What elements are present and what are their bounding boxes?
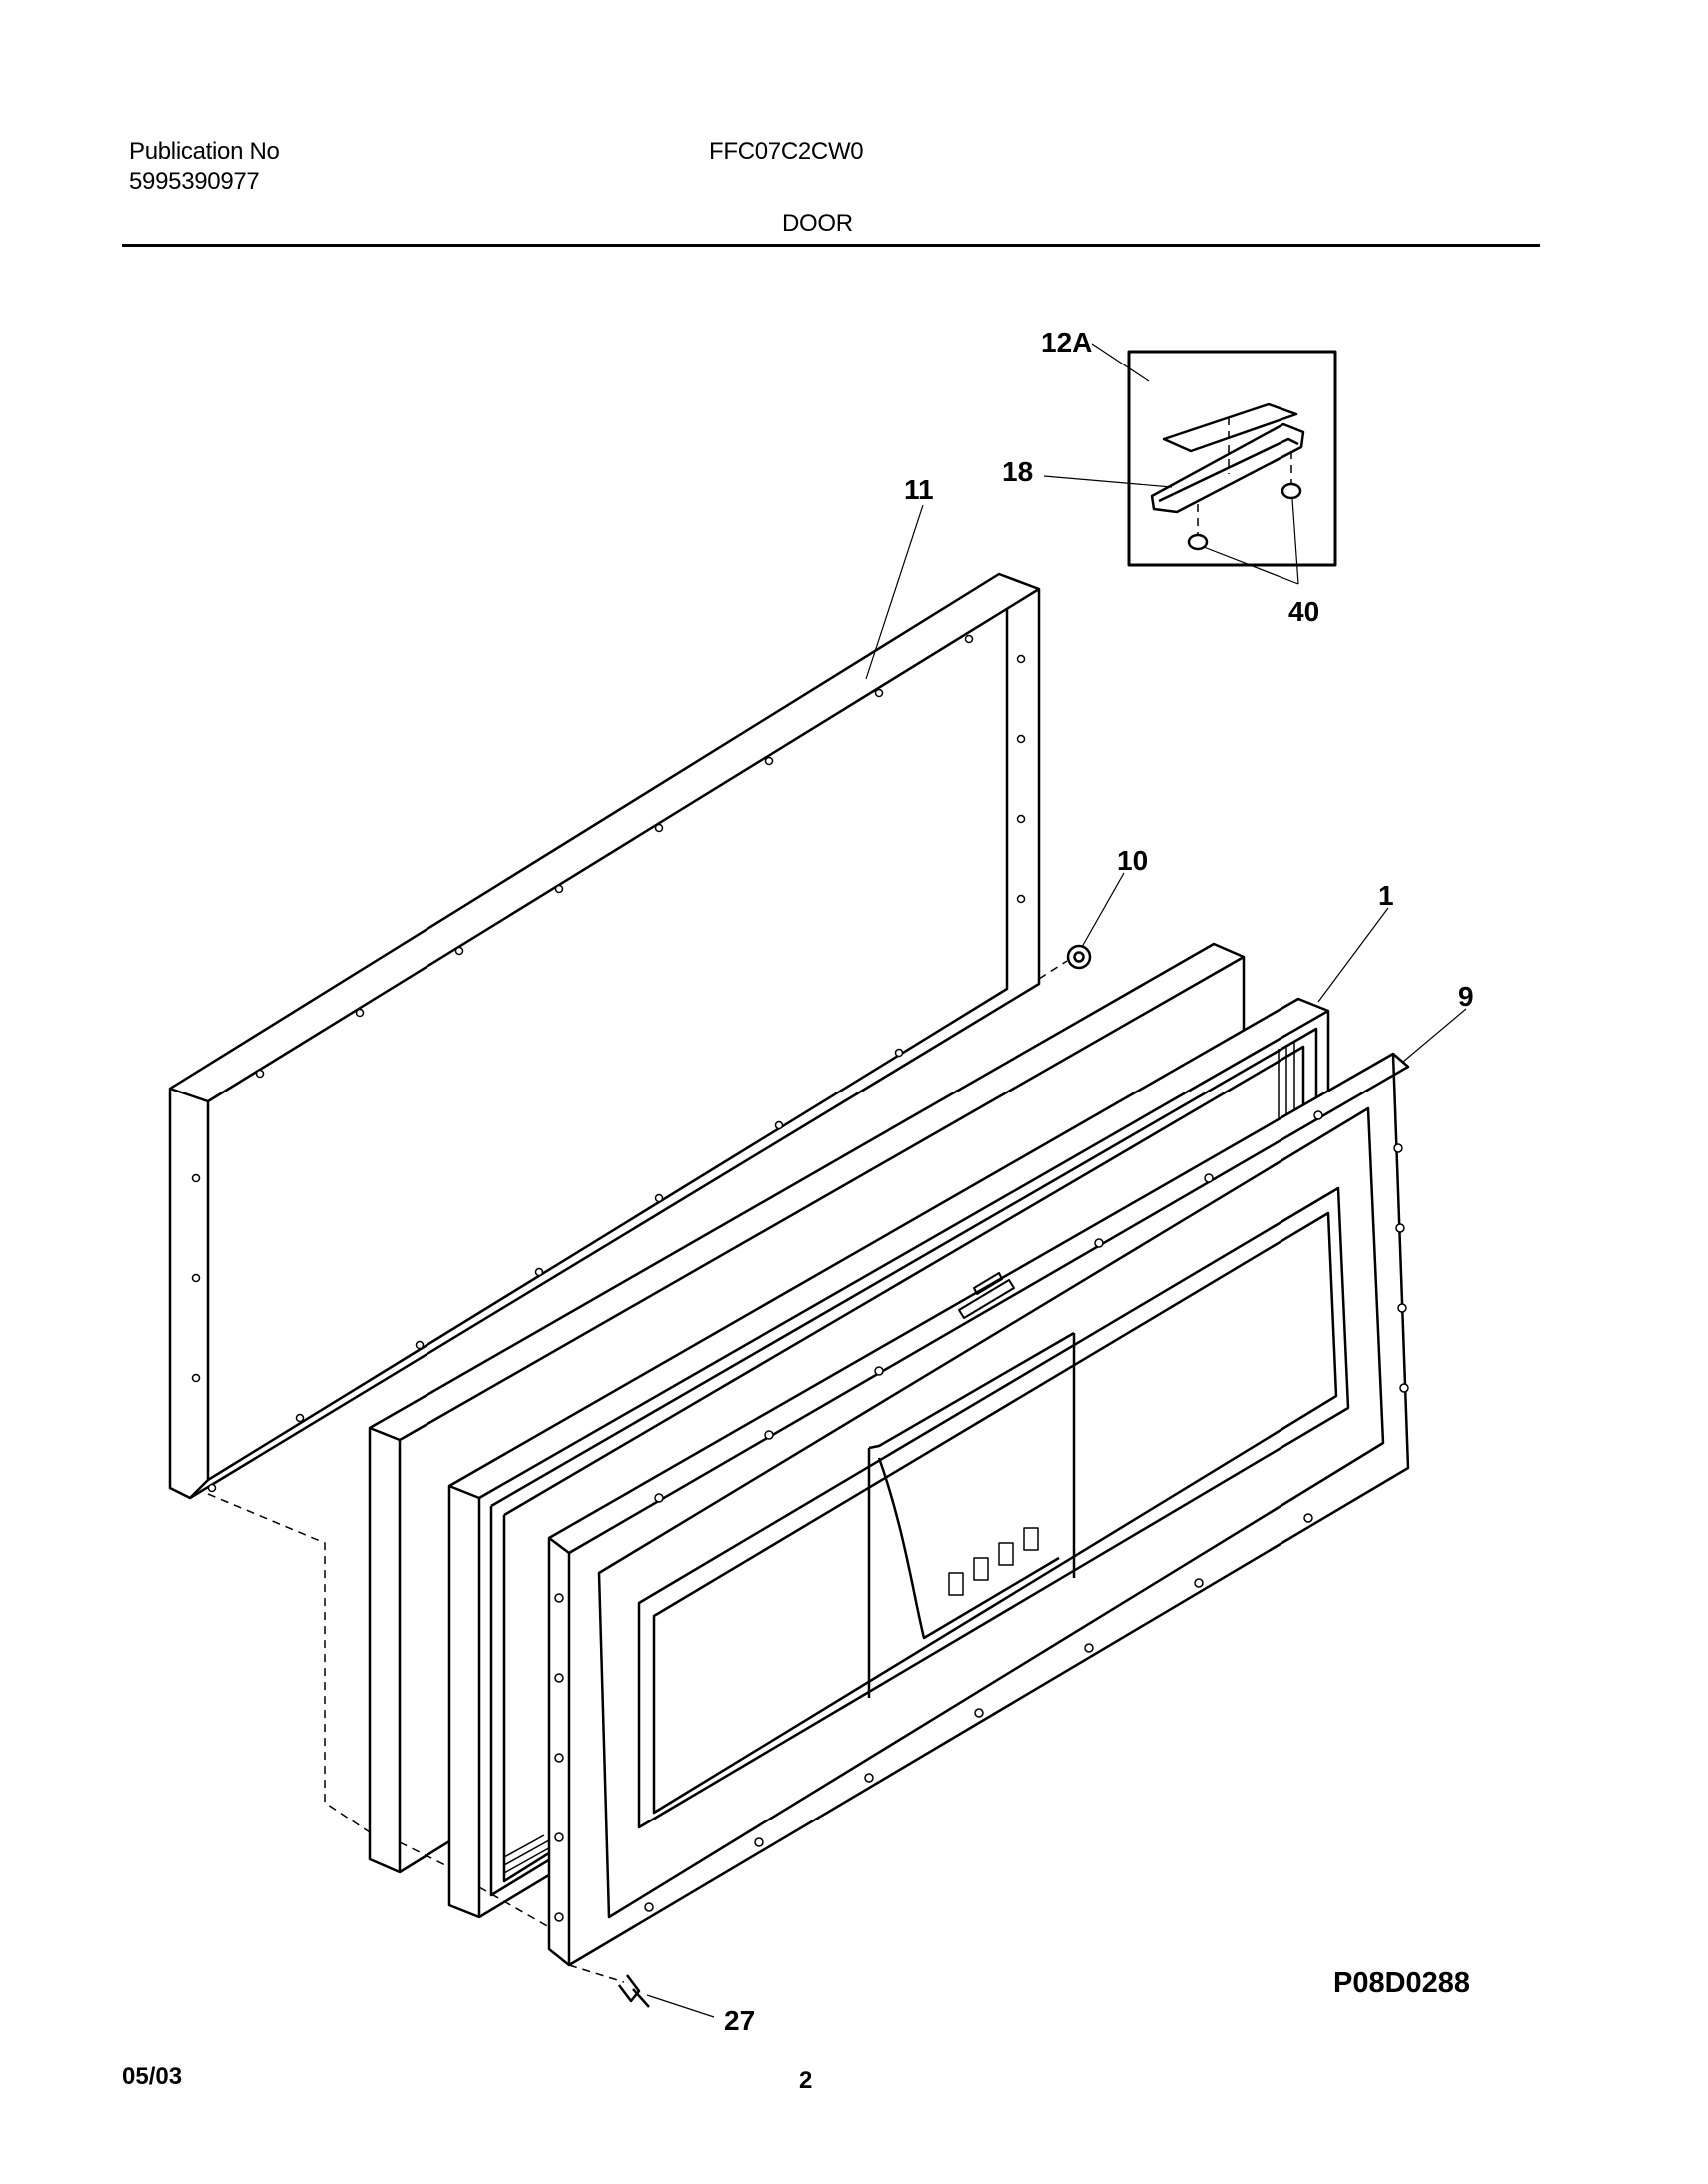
part-27-screw	[618, 1974, 650, 2008]
callout-10: 10	[1117, 845, 1148, 876]
diagram-code: P08D0288	[1333, 1967, 1470, 1999]
callout-1: 1	[1378, 880, 1394, 911]
callout-27: 27	[724, 2005, 755, 2036]
callout-12a: 12A	[1041, 327, 1092, 358]
publication-label: Publication No	[129, 138, 280, 165]
part-9-inner-liner	[547, 1052, 1410, 1967]
detail-inset	[1127, 350, 1337, 567]
section-title: DOOR	[782, 210, 853, 237]
header-rule	[122, 244, 1540, 247]
publication-number: 5995390977	[129, 168, 260, 195]
footer-date: 05/03	[122, 2063, 183, 2090]
model-number: FFC07C2CW0	[709, 138, 864, 165]
part-10-plug	[1066, 944, 1092, 970]
callout-18: 18	[1002, 456, 1033, 487]
footer-page-number: 2	[799, 2067, 813, 2094]
callout-11: 11	[904, 474, 934, 505]
callout-9: 9	[1458, 981, 1474, 1012]
callout-40: 40	[1288, 596, 1319, 627]
part-11-door-panel	[168, 572, 1041, 1500]
